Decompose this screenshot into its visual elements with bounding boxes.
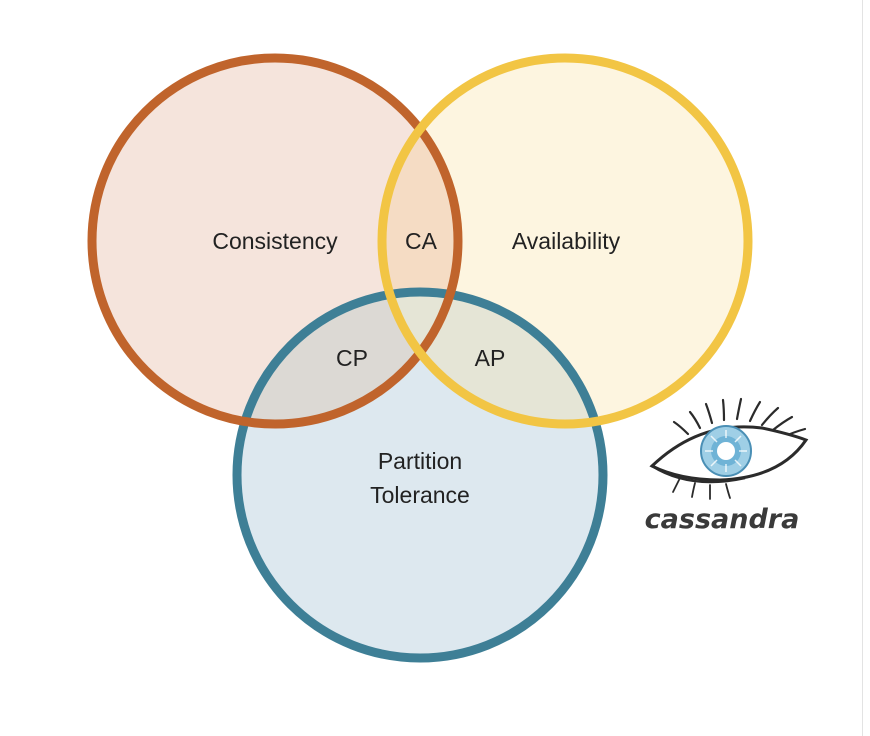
cp-overlap-region xyxy=(237,292,458,424)
page-right-border xyxy=(862,0,863,736)
availability-label: Availability xyxy=(512,228,621,254)
ca-label: CA xyxy=(405,228,438,254)
cassandra-logo: cassandra xyxy=(645,397,809,535)
ap-label: AP xyxy=(475,345,506,371)
cassandra-logo-text: cassandra xyxy=(645,504,800,535)
cassandra-eye-icon xyxy=(649,397,809,500)
availability-circle-outline xyxy=(377,53,753,429)
consistency-circle-outline xyxy=(87,53,463,429)
partition-label-line1: Partition xyxy=(378,448,462,474)
partition-circle-outline xyxy=(232,287,608,663)
ap-overlap-region xyxy=(382,292,603,424)
partition-label-line2: Tolerance xyxy=(370,482,470,508)
cp-label: CP xyxy=(336,345,368,371)
consistency-label: Consistency xyxy=(212,228,338,254)
